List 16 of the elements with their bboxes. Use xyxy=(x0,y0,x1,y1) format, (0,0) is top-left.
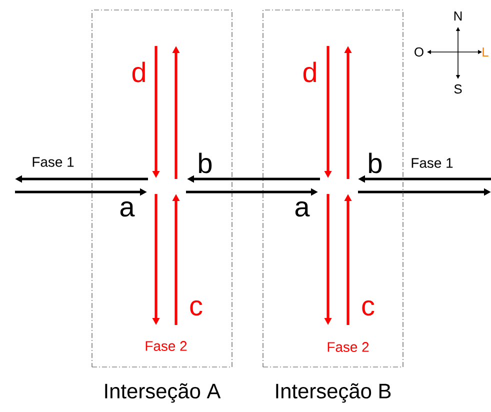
phase-label: Fase 2 xyxy=(146,341,187,351)
node-label: Interseção B xyxy=(276,383,391,403)
lane-letter: a xyxy=(295,201,310,217)
compass-letter: L xyxy=(482,48,488,56)
lane-letter: d xyxy=(132,62,145,82)
phase-label: Fase 1 xyxy=(32,157,74,167)
compass-letter: N xyxy=(454,12,462,20)
lane-letter: d xyxy=(303,62,316,82)
lane-letter: c xyxy=(190,300,202,316)
lane-letter: b xyxy=(369,152,382,174)
lane-letter: c xyxy=(362,300,374,316)
compass-letter: S xyxy=(454,84,462,94)
lane-letter: a xyxy=(120,201,135,217)
lane-letter: b xyxy=(199,152,212,174)
node-label: Interseção A xyxy=(105,383,221,403)
phase-label: Fase 2 xyxy=(328,342,369,352)
